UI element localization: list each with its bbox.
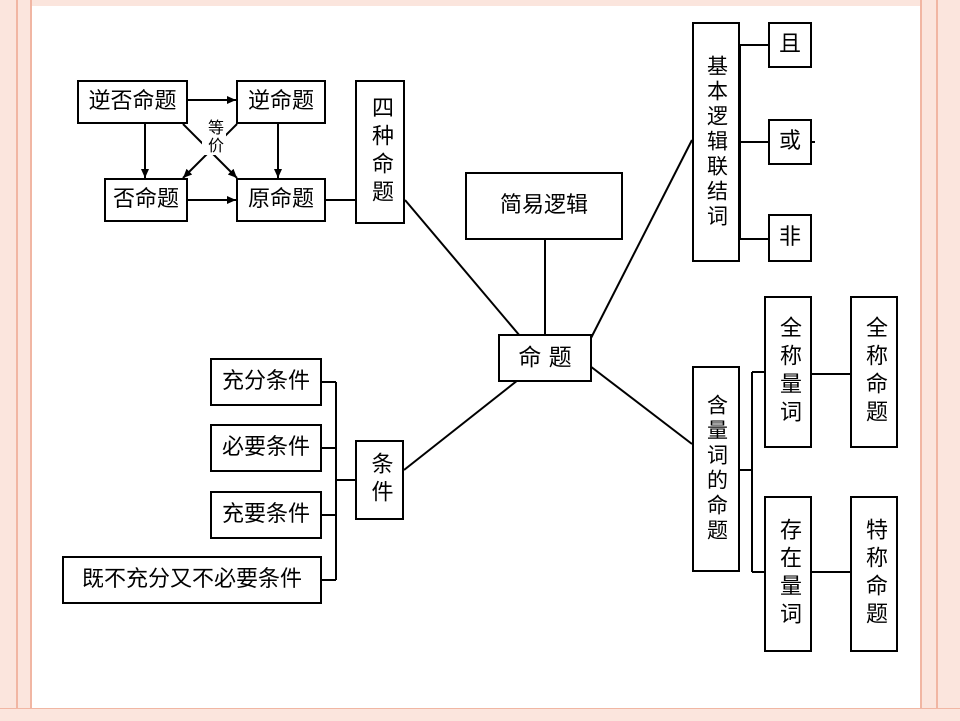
conditions-title: 条件 xyxy=(355,440,404,520)
universal-quantifier-box: 全称量词 xyxy=(764,296,812,448)
universal-proposition-box: 全称命题 xyxy=(850,296,898,448)
connectives-title: 基本逻辑联结词 xyxy=(692,22,740,262)
connective-and: 且 xyxy=(768,22,812,68)
four-propositions-title: 四种命题 xyxy=(355,80,405,224)
frame-bottom-border xyxy=(0,708,960,721)
sufficient-necessary-condition-box: 充要条件 xyxy=(210,491,322,539)
connective-not: 非 xyxy=(768,214,812,262)
inverse-box: 逆命题 xyxy=(236,80,326,124)
sufficient-condition-box: 充分条件 xyxy=(210,358,322,406)
neither-condition-box: 既不充分又不必要条件 xyxy=(62,556,322,604)
existential-proposition-box: 特称命题 xyxy=(850,496,898,652)
quantified-title: 含量词的命题 xyxy=(692,366,740,572)
connective-or: 或 xyxy=(768,119,812,165)
existential-quantifier-box: 存在量词 xyxy=(764,496,812,652)
frame-top-border xyxy=(0,0,960,6)
link-quantified xyxy=(589,365,693,445)
inverse-negation-box: 逆否命题 xyxy=(77,80,188,124)
frame-right-border xyxy=(920,0,960,720)
original-box: 原命题 xyxy=(236,178,326,222)
main-center-box: 命 题 xyxy=(498,334,592,382)
top-center-box: 简易逻辑 xyxy=(465,172,623,240)
negation-box: 否命题 xyxy=(104,178,188,222)
necessary-condition-box: 必要条件 xyxy=(210,424,322,472)
link-four-propositions xyxy=(404,199,521,337)
link-connectives xyxy=(589,139,693,341)
frame-left-border xyxy=(0,0,32,720)
link-conditions xyxy=(403,379,519,471)
equivalence-note: 等价 xyxy=(202,119,226,155)
